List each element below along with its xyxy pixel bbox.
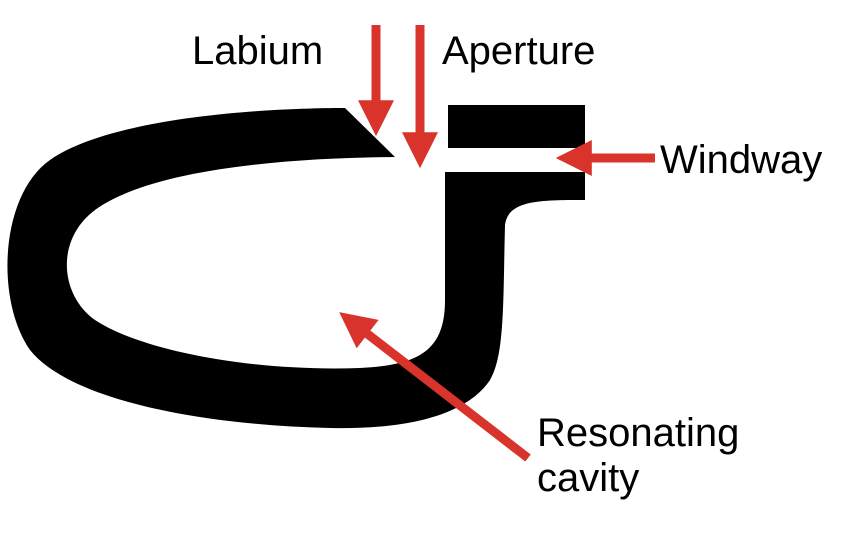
aperture-label: Aperture: [442, 29, 595, 73]
windway-label: Windway: [660, 138, 822, 182]
whistle-body: [7, 105, 586, 429]
annotation-arrows: [339, 25, 655, 462]
resonating-cavity-label-line2: cavity: [537, 456, 639, 500]
windway-top-block: [448, 105, 585, 148]
annotation-labels: Labium Aperture Windway Resonating cavit…: [192, 29, 822, 500]
labium-label: Labium: [192, 29, 323, 73]
resonating-cavity-label-line1: Resonating: [537, 411, 739, 455]
resonating-cavity-arrow: [339, 312, 531, 462]
resonating-chamber-wall: [7, 108, 586, 429]
